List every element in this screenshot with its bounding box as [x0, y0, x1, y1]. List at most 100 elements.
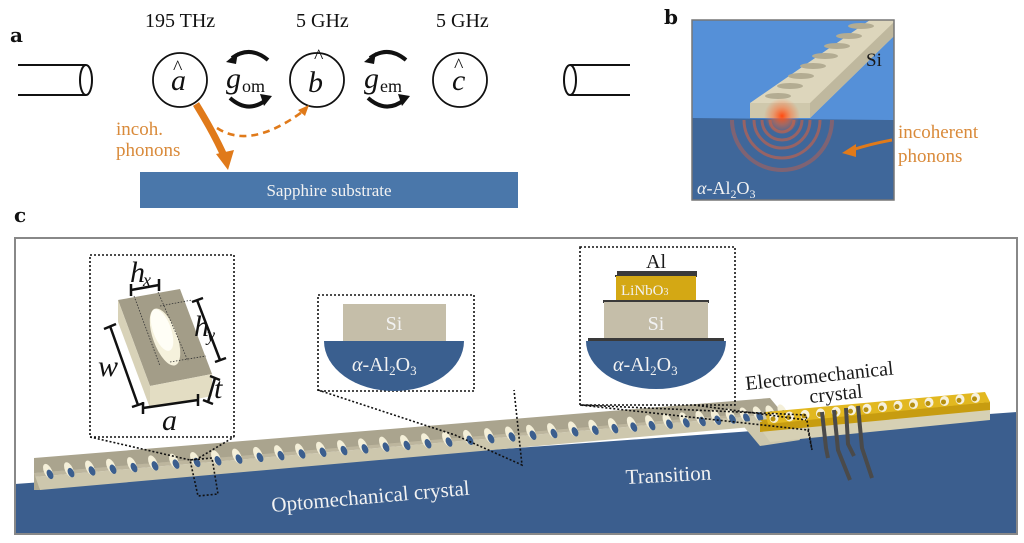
arrowhead-icon — [842, 144, 856, 157]
crystal-hole — [127, 457, 138, 473]
crystal-hole — [568, 421, 579, 437]
param-hx-sub: x — [142, 270, 151, 290]
param-hx-symbol: h — [130, 256, 145, 289]
mode-a-frequency: 195 THz — [145, 10, 215, 32]
param-w: w — [98, 350, 118, 383]
mode-b-frequency: 5 GHz — [296, 10, 349, 32]
silicon-beam — [750, 20, 894, 118]
exchange-arrow-bottom-icon — [228, 96, 268, 109]
panel-c: c — [14, 203, 1018, 535]
substrate-label-b: α-Al2O3 — [697, 178, 755, 201]
crystal-hole — [547, 423, 558, 439]
crystal-hole — [64, 462, 75, 478]
crystal-hole — [400, 434, 411, 451]
crystal-hole — [211, 450, 222, 466]
transition-label: Transition — [625, 461, 712, 489]
param-hy-symbol: h — [194, 310, 209, 343]
panel-b-frame — [691, 19, 895, 201]
mode-a-hat: ^ — [173, 57, 183, 79]
phonon-heating-arrowhead-icon — [298, 105, 309, 116]
cs2-si-label: Si — [648, 313, 665, 335]
arrowhead-icon — [364, 52, 376, 64]
crystal-hole — [909, 399, 918, 410]
crystal-hole — [955, 394, 965, 405]
panel-b-label: b — [664, 5, 678, 29]
crystal-hole — [232, 448, 243, 464]
unit-cell-inset: h x h y w t a — [89, 254, 235, 438]
crystal-hole — [645, 415, 656, 431]
arrowhead-icon — [260, 94, 272, 106]
mode-c-frequency: 5 GHz — [436, 10, 489, 32]
crystal-hole — [505, 426, 516, 442]
param-hy-sub: y — [205, 325, 215, 345]
dimension-markers — [103, 279, 227, 414]
right-fiber-icon — [563, 64, 630, 96]
mode-a-node: a ^ — [152, 52, 208, 108]
crystal-hole — [940, 395, 949, 406]
mode-a-symbol: a — [171, 64, 186, 97]
crystal-hole — [85, 460, 96, 476]
panel-b: b — [664, 5, 979, 201]
panel-c-frame — [14, 237, 1018, 535]
crystal-hole — [607, 418, 619, 434]
param-a: a — [162, 404, 177, 437]
beam-holes — [765, 23, 874, 99]
cross-section-si-sapphire: Si α-Al2O3 — [317, 294, 475, 392]
crystal-hole — [893, 400, 903, 411]
callout-lines — [89, 389, 813, 497]
cs2-linbo3-label: LiNbO3 — [621, 283, 669, 299]
crystal-hole — [421, 433, 432, 449]
coupling-om: g om — [226, 50, 272, 109]
coupling-em-subscript: em — [380, 76, 402, 96]
crystal-hole — [924, 397, 934, 408]
crystal-hole — [785, 411, 794, 422]
coupling-om-subscript: om — [242, 76, 265, 96]
mode-b-hat: ^ — [314, 46, 324, 68]
mode-c-symbol: c — [452, 64, 465, 97]
incoherent-label-line1: incoherent — [898, 122, 979, 143]
panel-a-label: a — [10, 23, 23, 47]
phonon-heating-arrow-icon — [216, 110, 303, 138]
coupling-om-symbol: g — [226, 62, 241, 95]
crystal-hole — [662, 413, 673, 429]
substrate-block — [692, 118, 894, 200]
cs2-substrate-label: α-Al2O3 — [613, 354, 678, 378]
crystal-hole — [316, 441, 327, 457]
unit-cell-block — [118, 289, 212, 408]
crystal-hole — [337, 440, 348, 456]
incoh-label-line2: phonons — [116, 140, 180, 161]
mode-c-hat: ^ — [454, 55, 464, 77]
mode-b-node: b ^ — [289, 46, 345, 108]
crystal-hole — [253, 446, 264, 463]
cross-section-al-linbo3-si-sapphire: Al LiNbO3 Si α-Al2O3 — [579, 246, 736, 406]
crystal-hole — [588, 419, 599, 435]
aluminum-electrodes — [820, 405, 874, 481]
coupling-em-symbol: g — [364, 62, 379, 95]
phonon-wavefronts — [730, 119, 834, 172]
arrowhead-icon — [226, 52, 238, 64]
panel-a: a 195 THz 5 GHz 5 GHz a ^ b ^ — [10, 10, 630, 208]
panel-c-label: c — [14, 203, 26, 227]
crystal-hole — [526, 424, 537, 440]
sapphire-substrate-label: Sapphire substrate — [266, 181, 391, 200]
crystal-hole — [358, 438, 369, 454]
crystal-hole — [971, 392, 980, 403]
mode-c-node: c ^ — [432, 52, 488, 108]
crystal-hole — [769, 413, 779, 423]
crystal-hole — [878, 402, 887, 413]
crystal-hole — [106, 458, 117, 474]
beam-label: Si — [866, 50, 882, 71]
phonon-loss-arrowhead-icon — [216, 150, 234, 170]
cs2-al-label: Al — [646, 251, 666, 273]
crystal-hole — [847, 405, 856, 416]
cs1-substrate-label: α-Al2O3 — [352, 354, 417, 378]
crystal-hole — [43, 463, 54, 480]
incoherent-label-line2: phonons — [898, 146, 962, 167]
incoh-label-line1: incoh. — [116, 119, 163, 140]
crystal-hole — [274, 445, 285, 461]
cs1-si-label: Si — [386, 313, 403, 335]
sapphire-substrate — [140, 172, 518, 208]
coupling-em: g em — [364, 50, 410, 109]
crystal-hole — [862, 403, 872, 414]
